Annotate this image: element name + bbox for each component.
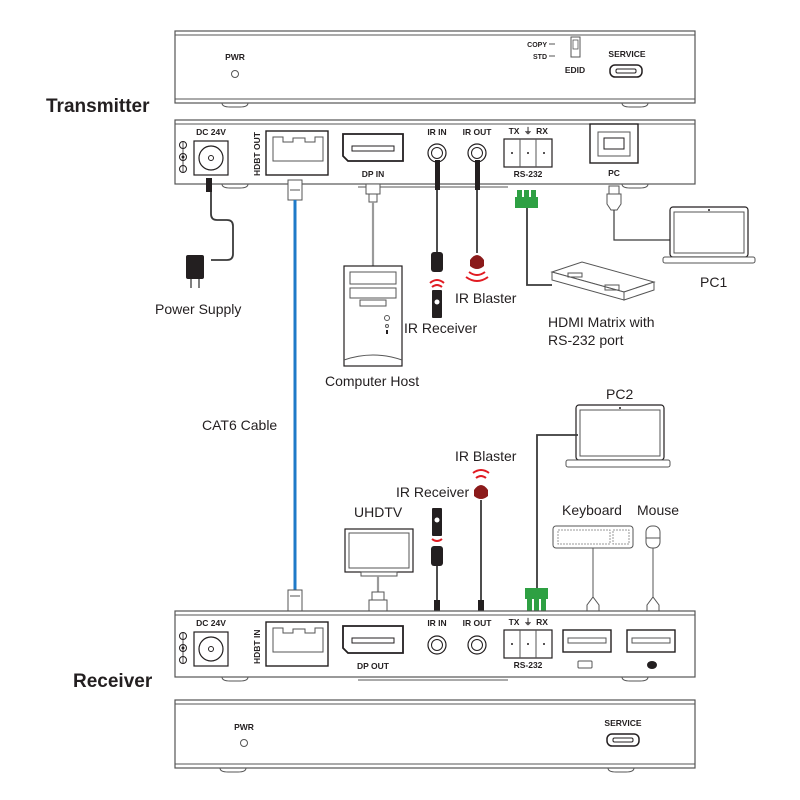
rs232-terminal[interactable] <box>503 629 553 659</box>
hdmi-matrix <box>550 261 656 301</box>
pc1-laptop-icon <box>662 206 756 264</box>
polarity-icon <box>179 141 187 173</box>
ir-out-label: IR OUT <box>463 127 493 137</box>
receiver-front-panel: PWR SERVICE <box>174 699 696 773</box>
usb-a-keyboard-port[interactable] <box>562 629 612 653</box>
rx-label: RX <box>536 126 548 136</box>
hdmi-matrix-label-1: HDMI Matrix with <box>548 314 655 330</box>
ground-icon: ⏚ <box>524 126 533 136</box>
rs232-cable-tx <box>526 208 552 286</box>
service-label: SERVICE <box>604 718 641 728</box>
receiver-rear-panel: DC 24V HDBT IN DP OUT IR IN IR OUT TX ⏚ <box>174 610 696 682</box>
dc-label: DC 24V <box>196 618 226 628</box>
service-label: SERVICE <box>608 49 645 59</box>
rs232-label: RS-232 <box>514 169 543 179</box>
ir-in-label: IR IN <box>427 127 446 137</box>
rs232-plug-tx <box>515 190 538 208</box>
ir-receiver-rx <box>431 508 443 628</box>
pwr-label: PWR <box>225 52 245 62</box>
usb-cable-tx <box>613 210 670 241</box>
hdbt-in-port[interactable] <box>265 621 329 667</box>
hdbt-out-port[interactable] <box>265 130 329 176</box>
rs232-cable-rx <box>536 434 578 590</box>
dc-label: DC 24V <box>196 127 226 137</box>
usb-b-pc-port[interactable] <box>589 123 639 164</box>
ir-receiver-tx-label: IR Receiver <box>404 320 477 336</box>
dp-cable <box>365 183 381 266</box>
ir-out-port[interactable] <box>467 143 487 163</box>
dp-label: DP IN <box>362 169 385 179</box>
ir-blaster-tx-label: IR Blaster <box>455 290 517 306</box>
hdbt-label: HDBT IN <box>252 630 262 664</box>
ir-blaster-tx <box>465 160 489 282</box>
tx-label: TX <box>509 617 520 627</box>
ir-out-label: IR OUT <box>463 618 493 628</box>
usb-plug-tx <box>606 185 622 211</box>
ir-in-port[interactable] <box>427 143 447 163</box>
transmitter-rear-panel: DC 24V HDBT OUT DP IN IR IN IR OUT TX ⏚ <box>174 119 696 189</box>
usb-a-mouse-port[interactable] <box>626 629 676 653</box>
dc-power-port[interactable] <box>193 140 229 176</box>
ir-receiver-tx <box>429 160 445 318</box>
hdbt-label: HDBT OUT <box>252 131 262 176</box>
computer-host-label: Computer Host <box>325 373 419 389</box>
keyboard-icon <box>552 525 634 598</box>
mouse-icon <box>645 525 661 598</box>
ir-in-port[interactable] <box>427 635 447 655</box>
power-supply-label: Power Supply <box>155 301 241 317</box>
computer-host <box>343 265 403 367</box>
rj45-plug-rx <box>287 589 303 613</box>
ir-blaster-rx-label: IR Blaster <box>455 448 517 464</box>
uhdtv-label: UHDTV <box>354 504 403 520</box>
cat6-label: CAT6 Cable <box>202 417 277 433</box>
pc2-laptop-icon <box>565 404 671 468</box>
uhdtv-icon <box>344 528 414 613</box>
edid-label: EDID <box>565 65 585 75</box>
dp-label: DP OUT <box>357 661 390 671</box>
dp-out-port[interactable] <box>342 625 404 654</box>
ir-blaster-rx <box>472 469 490 628</box>
hdmi-matrix-label-2: RS-232 port <box>548 332 624 348</box>
pwr-led-icon <box>231 70 239 78</box>
mouse-small-icon <box>647 661 657 669</box>
keyboard-small-icon <box>577 660 593 669</box>
pwr-led-icon <box>240 739 248 747</box>
rj45-plug-tx <box>287 179 303 201</box>
rx-label: RX <box>536 617 548 627</box>
edid-copy-label: COPY <box>527 42 547 49</box>
ground-icon: ⏚ <box>524 617 533 627</box>
ir-receiver-rx-label: IR Receiver <box>396 484 469 500</box>
pwr-label: PWR <box>234 722 254 732</box>
service-port-icon[interactable] <box>606 733 640 747</box>
transmitter-front-panel: PWR COPY STD EDID SERVICE <box>174 30 696 108</box>
power-supply <box>186 178 234 288</box>
ir-in-label: IR IN <box>427 618 446 628</box>
edid-std-label: STD <box>533 54 547 61</box>
rs232-terminal[interactable] <box>503 138 553 168</box>
rs232-plug-rx <box>525 588 548 611</box>
polarity-icon <box>179 632 187 664</box>
dc-power-port[interactable] <box>193 631 229 667</box>
mouse-label: Mouse <box>637 502 679 518</box>
pc-label: PC <box>608 168 620 178</box>
edid-switch[interactable] <box>570 36 581 58</box>
service-port-icon[interactable] <box>609 64 643 78</box>
ir-out-port[interactable] <box>467 635 487 655</box>
pc2-label: PC2 <box>606 386 633 402</box>
dp-in-port[interactable] <box>342 133 404 162</box>
keyboard-label: Keyboard <box>562 502 622 518</box>
pc1-label: PC1 <box>700 274 727 290</box>
rs232-label: RS-232 <box>514 660 543 670</box>
tx-label: TX <box>509 126 520 136</box>
transmitter-heading: Transmitter <box>46 96 150 117</box>
receiver-heading: Receiver <box>73 671 153 692</box>
